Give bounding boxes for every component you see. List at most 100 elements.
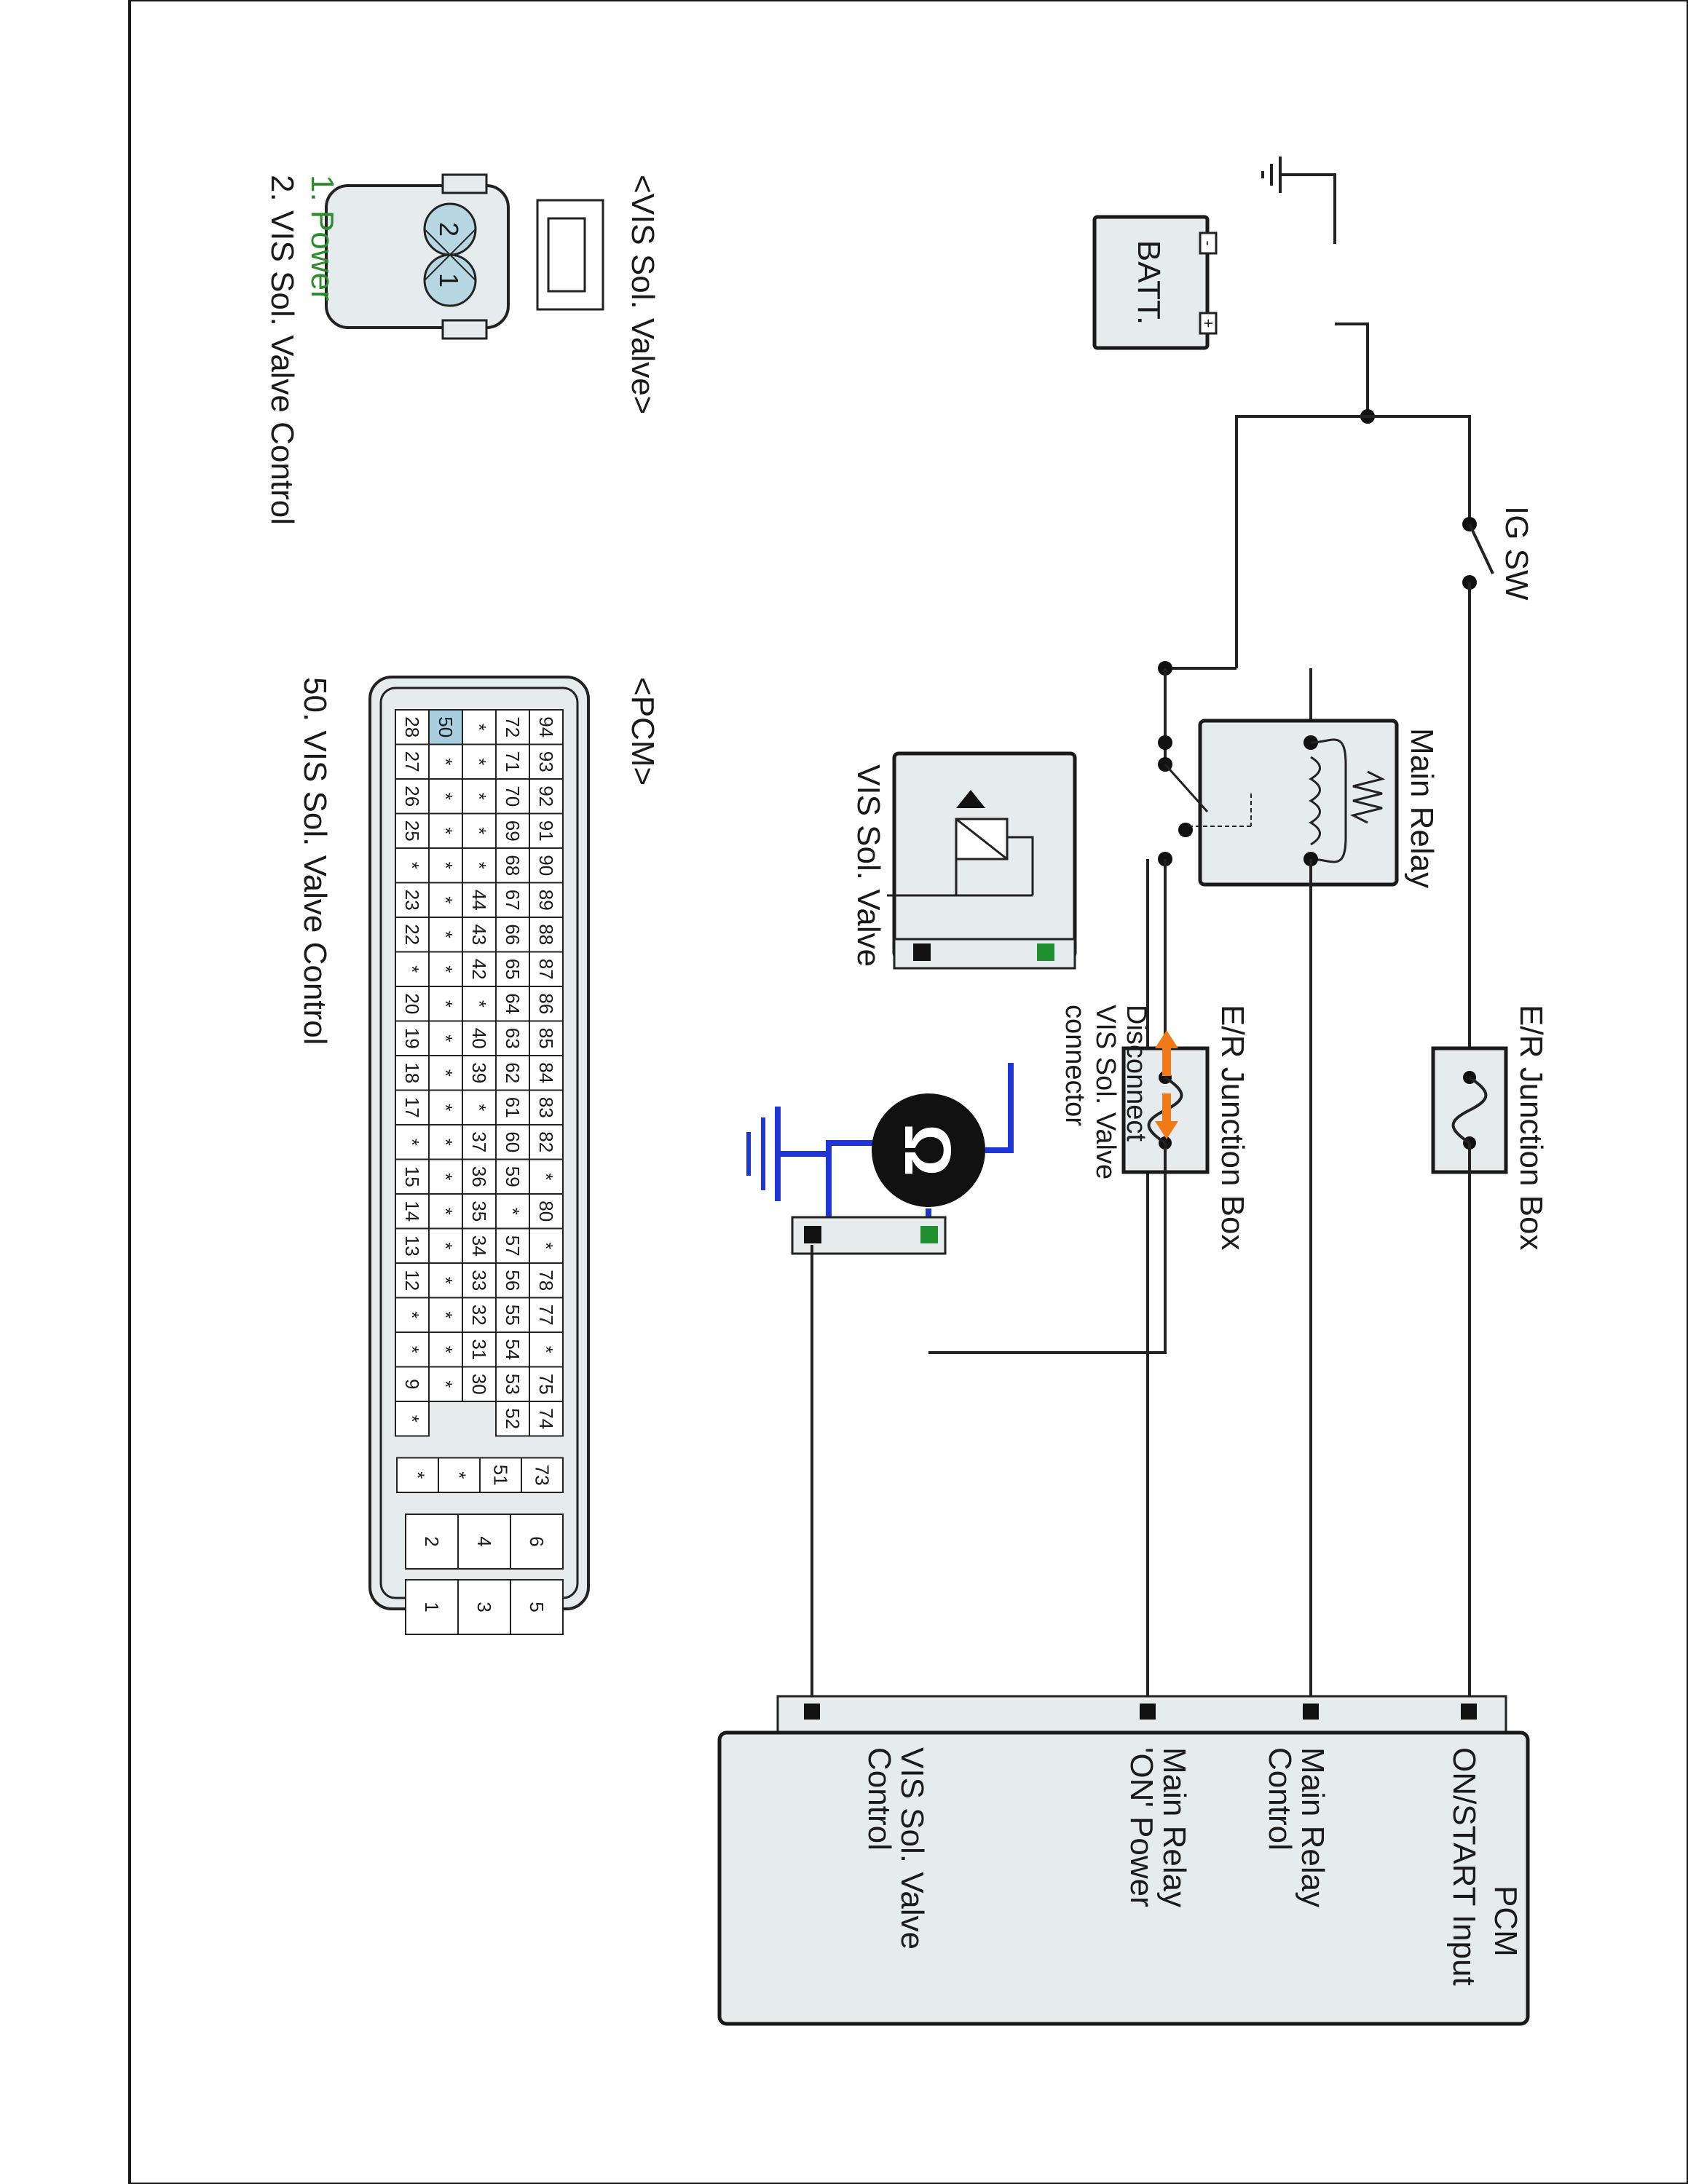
svg-text:1: 1 xyxy=(434,273,464,288)
pcm-pin-label: 39 xyxy=(468,1062,490,1083)
pcm-pin-label: 94 xyxy=(535,716,557,737)
pcm-pin-label-cell xyxy=(495,1401,530,1437)
ig-sw-label: IG SW xyxy=(1499,506,1534,601)
ig-switch-blade xyxy=(1468,523,1494,574)
pcm-pin-label: * xyxy=(435,1000,457,1008)
pcm-pin-label: 72 xyxy=(502,716,524,737)
pcm-pin-label-cell xyxy=(405,1579,459,1635)
pcm-pin-label: * xyxy=(401,862,423,869)
pcm-pin-label: 42 xyxy=(468,959,490,980)
svg-text:ON/START Input: ON/START Input xyxy=(1446,1747,1482,1986)
svg-text:Control: Control xyxy=(861,1747,897,1851)
battery: - + BATT. xyxy=(1092,215,1218,350)
pcm-pin-label: * xyxy=(435,965,457,973)
er-junction-box-2-label: E/R Junction Box xyxy=(1215,1005,1250,1251)
pcm-connector-title: <PCM> xyxy=(625,677,660,786)
vis-connector-view: <VIS Sol. Valve> 2 1 1. Power 2. VIS Sol… xyxy=(264,173,660,525)
battery-ground-icon xyxy=(1261,157,1282,193)
pcm-pin-label: 65 xyxy=(502,959,524,980)
battery-minus-sign: - xyxy=(1199,240,1218,245)
pcm-pin-label: * xyxy=(435,1034,457,1042)
pcm-pin-label: 13 xyxy=(401,1235,423,1257)
pcm-pin-label: 89 xyxy=(535,890,557,911)
pcm-pin-label: 2 xyxy=(421,1536,443,1546)
pcm-pin-label: 22 xyxy=(401,924,423,945)
pcm-pin-label: 31 xyxy=(468,1339,490,1360)
pcm-pin-label: * xyxy=(401,965,423,973)
pcm-pin-label: * xyxy=(435,1104,457,1111)
vis-valve-label: VIS Sol. Valve xyxy=(851,764,886,967)
pcm-pin-label: 73 xyxy=(532,1465,553,1486)
disconnect-note: Disconnect VIS Sol. Valve connector xyxy=(1060,1005,1178,1179)
pcm-pin-label: 18 xyxy=(401,1062,423,1083)
pcm-pin-label-cell xyxy=(405,1514,459,1570)
pcm-pin-label: 78 xyxy=(535,1270,557,1291)
svg-text:Main Relay: Main Relay xyxy=(1295,1747,1330,1907)
pcm-pin-label: * xyxy=(435,862,457,869)
pcm-pin-label: * xyxy=(468,724,490,731)
pcm-pin-label: * xyxy=(435,827,457,834)
pcm-pin-label: 51 xyxy=(490,1465,512,1486)
relay-outputs xyxy=(928,859,1312,1704)
pcm-pin-2 xyxy=(1303,1704,1319,1720)
pcm-pin-label: 9 xyxy=(401,1379,423,1389)
pcm-pin-label: * xyxy=(435,1139,457,1146)
pcm-pin-label: 3 xyxy=(473,1602,495,1612)
pcm-pin-label: 28 xyxy=(401,716,423,737)
pcm-pin-label-cell xyxy=(396,1457,439,1493)
pcm-pin-label: 64 xyxy=(502,993,524,1014)
pcm-pin-label-cell xyxy=(395,1401,430,1437)
pcm-pin-label: 57 xyxy=(502,1235,524,1257)
pcm-pin-label: * xyxy=(401,1139,423,1146)
pcm-pin-label: 87 xyxy=(535,959,557,980)
valve-pin-green xyxy=(1037,943,1054,961)
harness-pin-green xyxy=(920,1226,938,1243)
pcm-module: PCM ON/START Input Main Relay Control Ma… xyxy=(717,1695,1530,2026)
pcm-pin-label: 83 xyxy=(535,1097,557,1118)
pcm-pin-label: 75 xyxy=(535,1374,557,1395)
pcm-pin-label: 71 xyxy=(502,751,524,772)
pcm-pin-label: * xyxy=(401,1415,423,1423)
pcm-pin-label: 74 xyxy=(535,1408,557,1429)
svg-text:Control: Control xyxy=(1262,1747,1298,1851)
pcm-pin-label: * xyxy=(435,1208,457,1215)
disconnect-arrow-right xyxy=(1155,1093,1178,1139)
pcm-pin-label: * xyxy=(535,1346,557,1353)
pcm-pin-label: * xyxy=(435,1380,457,1388)
pcm-pin-label: 92 xyxy=(535,786,557,807)
pcm-pin-label: * xyxy=(401,1346,423,1353)
pcm-pin-label: * xyxy=(535,1242,557,1249)
pcm-pin-label: 5 xyxy=(526,1602,548,1612)
pcm-pin-label: 25 xyxy=(401,820,423,842)
pcm-pin-label: 33 xyxy=(468,1270,490,1291)
disconnect-arrow-left xyxy=(1155,1030,1178,1076)
pcm-pin-label: 36 xyxy=(468,1166,490,1187)
pcm-pin-label: * xyxy=(435,1173,457,1180)
pcm-pin-label: 52 xyxy=(502,1408,524,1429)
pcm-pin-label: 63 xyxy=(502,1028,524,1049)
pcm-connector-view: <PCM> 94939291908988878685848382*80*7877… xyxy=(297,676,660,1635)
pcm-pin-1 xyxy=(1461,1704,1477,1720)
pcm-pin-label: 6 xyxy=(526,1536,548,1546)
pcm-pin-label: * xyxy=(468,1104,490,1111)
vis-connector-title: <VIS Sol. Valve> xyxy=(625,175,660,414)
pcm-pin-label: 80 xyxy=(535,1200,557,1222)
pcm-pin-label: 17 xyxy=(401,1097,423,1118)
pcm-pin-label: * xyxy=(435,758,457,765)
pcm-pin-label: 23 xyxy=(401,890,423,911)
pcm-pin-label: 88 xyxy=(535,924,557,945)
pcm-pin-label: 66 xyxy=(502,924,524,945)
pcm-pin-label: * xyxy=(468,1000,490,1008)
ohmmeter: Ω xyxy=(746,1063,1014,1233)
pcm-pin-label: * xyxy=(468,827,490,834)
pcm-caption: 50. VIS Sol. Valve Control xyxy=(297,677,333,1045)
pcm-pin-label: 90 xyxy=(535,855,557,876)
vis-sol-valve: VIS Sol. Valve xyxy=(851,751,1077,970)
pcm-pin-label: * xyxy=(468,758,490,765)
page-frame xyxy=(128,0,1688,2184)
pcm-pin-label: * xyxy=(449,1471,470,1479)
pcm-pin-label: * xyxy=(401,1311,423,1318)
vis-legend-power: 1. Power xyxy=(304,175,340,301)
vis-legend-control: 2. VIS Sol. Valve Control xyxy=(264,175,300,525)
